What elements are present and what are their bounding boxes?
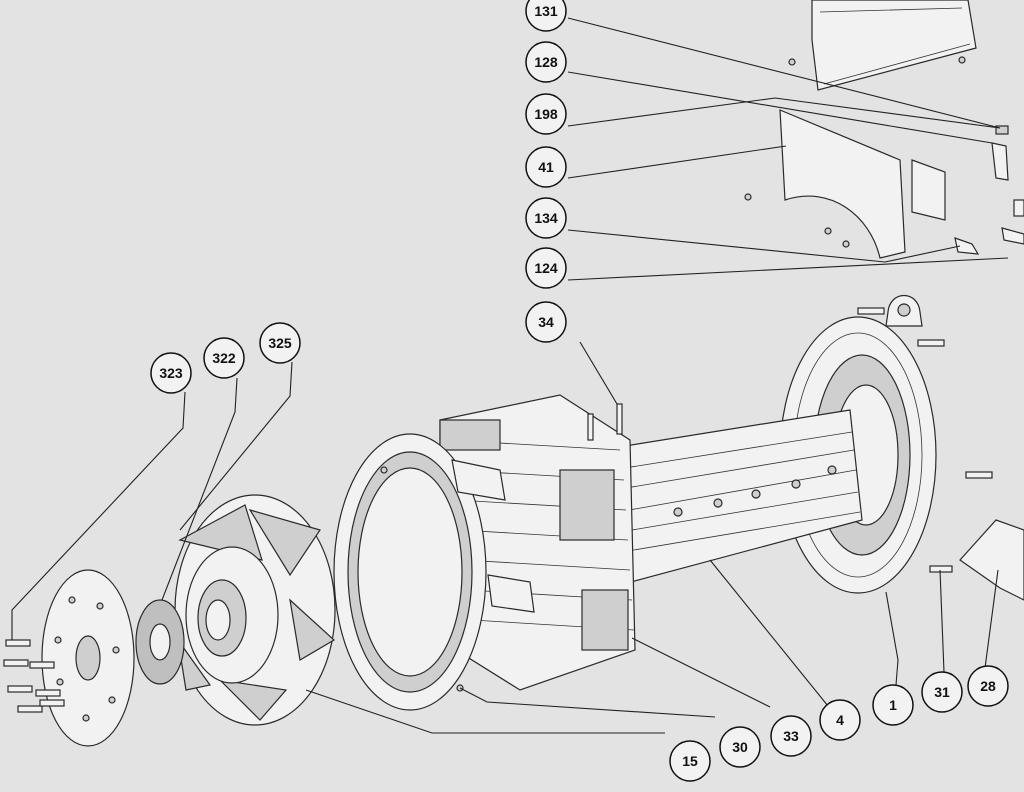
callout-label: 31 <box>934 684 950 700</box>
callout-label: 33 <box>783 728 799 744</box>
callout-label: 28 <box>980 678 996 694</box>
callout-label: 41 <box>538 159 554 175</box>
bolts <box>3 639 65 713</box>
adapter-housing <box>333 433 535 711</box>
callout-325: 325 <box>259 322 301 364</box>
callout-31: 31 <box>921 671 963 713</box>
callout-134: 134 <box>525 197 567 239</box>
callout-131: 131 <box>525 0 567 32</box>
leader-lines <box>11 17 1009 734</box>
clamping-ring <box>135 599 185 685</box>
callout-322: 322 <box>203 337 245 379</box>
callout-128: 128 <box>525 41 567 83</box>
callout-1: 1 <box>872 684 914 726</box>
callout-30: 30 <box>719 726 761 768</box>
callout-label: 4 <box>836 712 844 728</box>
support-foot <box>929 519 1024 601</box>
bracket-plate <box>744 109 980 259</box>
lifting-eye <box>857 295 993 479</box>
callout-33: 33 <box>770 715 812 757</box>
callout-label: 325 <box>268 335 292 351</box>
callout-label: 124 <box>534 260 558 276</box>
small-hardware <box>991 125 1024 245</box>
callout-label: 323 <box>159 365 183 381</box>
callout-label: 30 <box>732 739 748 755</box>
callout-124: 124 <box>525 247 567 289</box>
callout-41: 41 <box>525 146 567 188</box>
callout-label: 131 <box>534 3 558 19</box>
stud <box>587 403 623 441</box>
callout-28: 28 <box>967 665 1009 707</box>
callout-label: 15 <box>682 753 698 769</box>
cover-plate <box>788 0 977 91</box>
callout-label: 322 <box>212 350 236 366</box>
callout-label: 128 <box>534 54 558 70</box>
callout-label: 198 <box>534 106 558 122</box>
callout-label: 134 <box>534 210 558 226</box>
coupling-disc <box>41 569 135 747</box>
callout-4: 4 <box>819 699 861 741</box>
callout-15: 15 <box>669 740 711 782</box>
cooling-fan <box>174 494 336 726</box>
callout-198: 198 <box>525 93 567 135</box>
callout-label: 1 <box>889 697 897 713</box>
callout-323: 323 <box>150 352 192 394</box>
callout-34: 34 <box>525 301 567 343</box>
callout-label: 34 <box>538 314 554 330</box>
